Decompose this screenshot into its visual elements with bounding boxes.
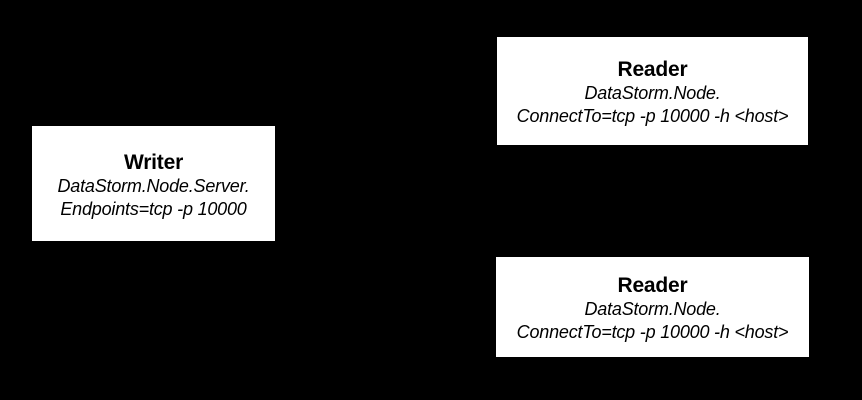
reader-node-secondary-config-line-2: ConnectTo=tcp -p 10000 -h <host> xyxy=(516,321,789,342)
reader-node-primary-config-line-2: ConnectTo=tcp -p 10000 -h <host> xyxy=(516,106,789,126)
writer-node-title: Writer xyxy=(123,151,184,174)
writer-node-config-line-2: Endpoints=tcp -p 10000 xyxy=(60,199,247,219)
reader-node-secondary-title: Reader xyxy=(617,273,688,297)
reader-node-primary-title: Reader xyxy=(617,58,688,81)
reader-node-primary-config-line-1: DataStorm.Node. xyxy=(584,83,721,103)
writer-node-config-line-1: DataStorm.Node.Server. xyxy=(57,176,250,196)
reader-node-primary[interactable]: Reader DataStorm.Node. ConnectTo=tcp -p … xyxy=(497,37,808,145)
reader-node-secondary[interactable]: Reader DataStorm.Node. ConnectTo=tcp -p … xyxy=(496,257,809,357)
reader-node-secondary-config-line-1: DataStorm.Node. xyxy=(584,298,721,319)
writer-node[interactable]: Writer DataStorm.Node.Server. Endpoints=… xyxy=(32,126,275,241)
